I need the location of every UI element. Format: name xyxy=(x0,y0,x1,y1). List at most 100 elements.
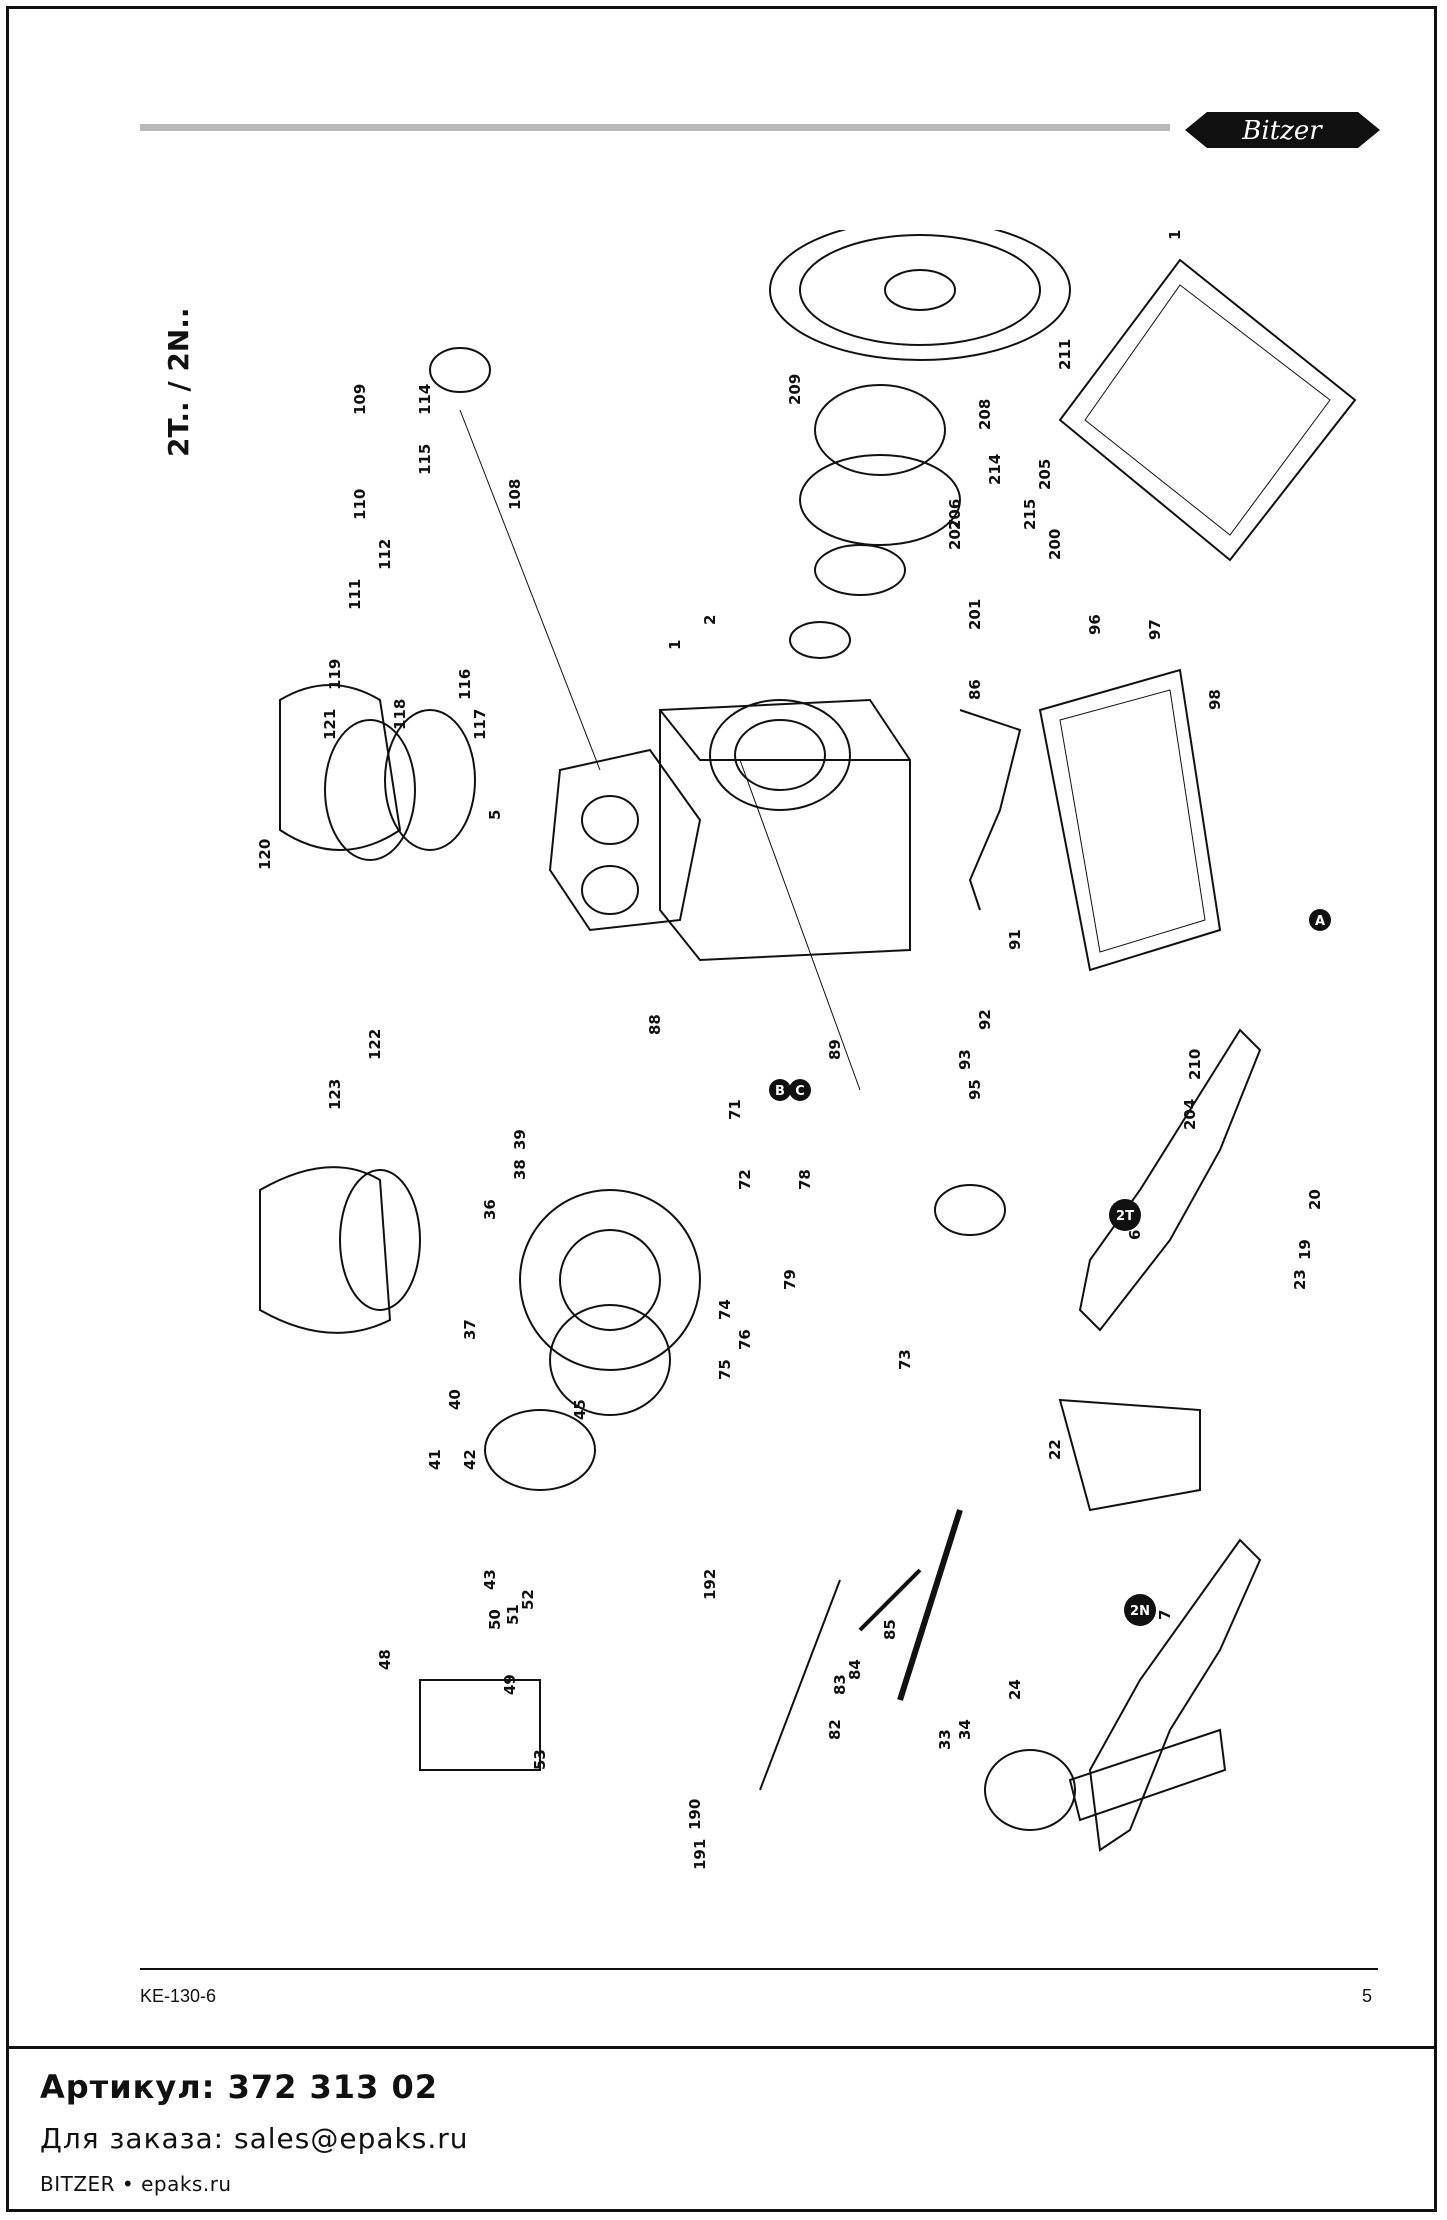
part-callout: 73 xyxy=(896,1349,914,1370)
part-callout: 79 xyxy=(781,1269,799,1290)
part-callout: 95 xyxy=(966,1079,984,1100)
variant-tag-label: 2T xyxy=(1116,1209,1134,1224)
part-callout: 118 xyxy=(391,699,409,730)
part-callout: 45 xyxy=(571,1399,589,1420)
part-callout: 109 xyxy=(351,384,369,415)
part-callout: 36 xyxy=(481,1199,499,1220)
page-frame xyxy=(6,6,1437,2212)
part-callout: 211 xyxy=(1056,339,1074,370)
part-callout: 215 xyxy=(1021,499,1039,530)
marker-label: C xyxy=(795,1084,805,1099)
part-callout: 53 xyxy=(531,1749,549,1770)
part-callout: 74 xyxy=(716,1299,734,1320)
part-callout: 39 xyxy=(511,1129,529,1150)
part-callout: 49 xyxy=(501,1674,519,1695)
part-callout: 121 xyxy=(321,709,339,740)
part-callout: 114 xyxy=(416,384,434,415)
marker-circle xyxy=(1309,909,1331,931)
part-callout: 33 xyxy=(936,1729,954,1750)
part-callout: 207 xyxy=(946,519,964,550)
cylinder-head-upper xyxy=(279,684,402,851)
part-callout: 38 xyxy=(511,1159,529,1180)
part-callout: 22 xyxy=(1046,1439,1064,1460)
part-callout: 191 xyxy=(691,1839,709,1870)
part-callout: 82 xyxy=(826,1719,844,1740)
oil-tube xyxy=(959,709,1022,911)
part-callout: 122 xyxy=(366,1029,384,1060)
part-callout: 41 xyxy=(426,1449,444,1470)
part-callout: 120 xyxy=(256,839,274,870)
part-callout: 206 xyxy=(946,499,964,530)
part-callout: 162 xyxy=(1166,230,1184,240)
part-callout: 84 xyxy=(846,1659,864,1680)
part-callout: 24 xyxy=(1006,1679,1024,1700)
article-number: Артикул: 372 313 02 xyxy=(40,2068,438,2106)
part-callout: 98 xyxy=(1206,689,1224,710)
part-callout: 50 xyxy=(486,1609,504,1630)
crankshaft-2n xyxy=(1088,1538,1262,1852)
part-callout: 115 xyxy=(416,444,434,475)
part-callout: 5 xyxy=(486,810,504,820)
part-callout: 111 xyxy=(346,579,364,610)
part-callout: 117 xyxy=(471,709,489,740)
part-callout: 1 xyxy=(666,640,684,650)
part-callout: 43 xyxy=(481,1569,499,1590)
part-callout: 51 xyxy=(504,1604,522,1625)
part-callout: 52 xyxy=(519,1589,537,1610)
oil-pump xyxy=(484,1409,596,1491)
part-callout: 108 xyxy=(506,479,524,510)
document-code: KE-130-6 xyxy=(140,1986,217,2006)
variant-tag-circle xyxy=(1109,1199,1141,1231)
pulley xyxy=(769,219,1071,361)
part-callout: 86 xyxy=(966,679,984,700)
crankcase xyxy=(659,698,911,962)
part-callout: 119 xyxy=(326,659,344,690)
marker-label: A xyxy=(1315,914,1325,929)
marker-label: B xyxy=(775,1084,785,1099)
part-callout: 88 xyxy=(646,1014,664,1035)
connecting-rod xyxy=(1068,1728,1227,1822)
part-callout: 91 xyxy=(1006,929,1024,950)
part-callout: 208 xyxy=(976,399,994,430)
part-callout: 23 xyxy=(1291,1269,1309,1290)
part-callout: 48 xyxy=(376,1649,394,1670)
suction-valve xyxy=(429,347,491,393)
bearing-flange xyxy=(519,1189,701,1371)
piston xyxy=(984,1749,1076,1831)
part-callout: 75 xyxy=(716,1359,734,1380)
part-callout: 76 xyxy=(736,1329,754,1350)
marker-circle xyxy=(789,1079,811,1101)
bitzer-logo: Bitzer xyxy=(1185,104,1380,156)
part-callout: 112 xyxy=(376,539,394,570)
part-callout: 42 xyxy=(461,1449,479,1470)
logo-text: Bitzer xyxy=(1241,116,1323,146)
part-callout: 96 xyxy=(1086,614,1104,635)
cylinder-head-lower xyxy=(259,1166,392,1334)
part-callout: 123 xyxy=(326,1079,344,1110)
part-callout: 6 xyxy=(1126,1230,1144,1240)
variant-tag-circle xyxy=(1124,1594,1156,1626)
brand-website: BITZER • epaks.ru xyxy=(40,2172,232,2196)
oil-pickup-tube xyxy=(759,1579,841,1791)
part-callout: 7 xyxy=(1156,1610,1174,1620)
part-callout: 92 xyxy=(976,1009,994,1030)
marker-circle xyxy=(769,1079,791,1101)
part-callout: 210 xyxy=(1186,1049,1204,1080)
part-callout: 201 xyxy=(966,599,984,630)
part-callout: 72 xyxy=(736,1169,754,1190)
part-callout: 37 xyxy=(461,1319,479,1340)
part-callout: 89 xyxy=(826,1039,844,1060)
part-callout: 190 xyxy=(686,1799,704,1830)
part-callout: 200 xyxy=(1046,529,1064,560)
part-callout: 116 xyxy=(456,669,474,700)
part-callout: 97 xyxy=(1146,619,1164,640)
page-number: 5 xyxy=(1362,1986,1373,2006)
part-callout: 19 xyxy=(1296,1239,1314,1260)
part-callout: 204 xyxy=(1181,1099,1199,1130)
crankshaft-2t xyxy=(1078,1028,1262,1332)
cylinder-block xyxy=(548,748,702,932)
part-callout: 192 xyxy=(701,1569,719,1600)
oil-pressure-switch xyxy=(419,1679,541,1771)
part-callout: 110 xyxy=(351,489,369,520)
